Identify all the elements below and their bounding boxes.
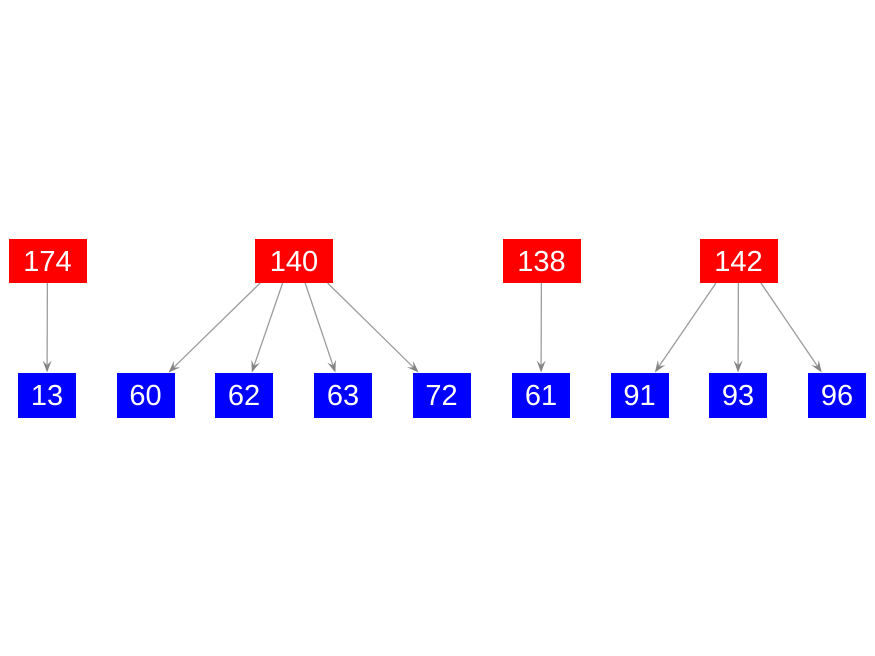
- node-61: 61: [512, 372, 570, 418]
- node-label: 63: [326, 379, 360, 412]
- edge-line: [760, 282, 819, 367]
- node-174: 174: [8, 239, 87, 283]
- edge-arrowhead: [733, 360, 743, 373]
- node-72: 72: [412, 372, 471, 418]
- edge-line: [658, 282, 717, 367]
- edge-arrowhead: [536, 360, 546, 373]
- node-60: 60: [116, 372, 175, 418]
- node-label: 72: [425, 379, 458, 412]
- edge-arrowhead: [327, 359, 336, 373]
- node-93: 93: [709, 372, 767, 418]
- edge-line: [253, 282, 284, 366]
- edge-arrowhead: [654, 360, 666, 373]
- node-138: 138: [502, 239, 581, 283]
- node-142: 142: [699, 239, 778, 283]
- node-62: 62: [215, 372, 273, 418]
- edge-line: [304, 282, 334, 366]
- node-label: 93: [721, 379, 755, 412]
- node-label: 142: [714, 245, 763, 278]
- edge-arrowhead: [811, 360, 822, 373]
- node-91: 91: [610, 372, 669, 418]
- edge-line: [327, 282, 414, 368]
- node-label: 13: [30, 379, 64, 412]
- node-label: 140: [269, 245, 319, 278]
- edge-arrowhead: [42, 360, 52, 373]
- edge-arrowhead: [406, 360, 419, 373]
- node-96: 96: [808, 372, 866, 418]
- edge-line: [173, 282, 261, 368]
- node-13: 13: [18, 372, 76, 418]
- node-label: 62: [227, 379, 261, 412]
- node-label: 138: [517, 245, 566, 278]
- edge-arrowhead: [251, 359, 260, 373]
- node-label: 96: [820, 379, 854, 412]
- node-63: 63: [314, 372, 372, 418]
- node-label: 61: [524, 379, 558, 412]
- node-label: 91: [623, 379, 656, 412]
- node-label: 60: [129, 379, 162, 412]
- node-label: 174: [23, 245, 72, 278]
- node-140: 140: [255, 239, 333, 283]
- edge-arrowhead: [168, 360, 181, 373]
